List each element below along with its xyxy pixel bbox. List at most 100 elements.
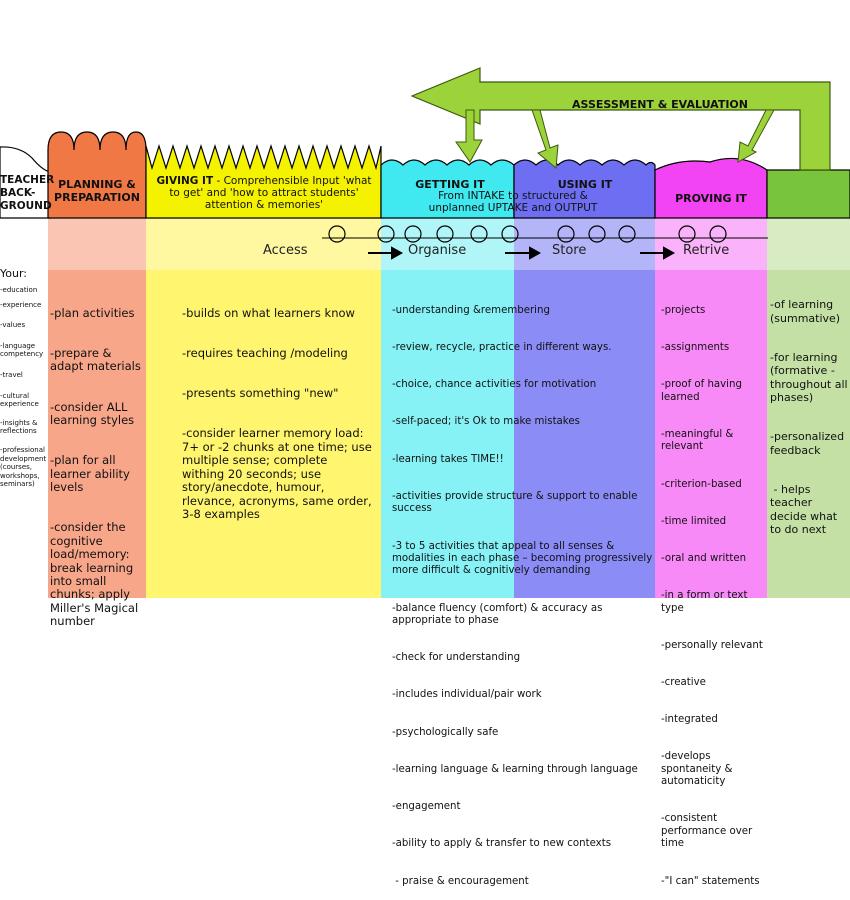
list-item: -learning takes TIME!! (392, 453, 504, 465)
sidebar-item: -language competency (0, 341, 44, 359)
getting-using-subtitle: From INTAKE to structured & unplanned UP… (428, 190, 598, 214)
list-item: -plan for all learner ability levels (50, 453, 134, 495)
sidebar-item: -experience (0, 300, 42, 309)
list-item: -psychologically safe (392, 726, 499, 738)
planning-header-shape (47, 131, 147, 219)
using-header: USING IT (557, 178, 613, 191)
assessment-arrow (410, 67, 831, 171)
list-item: -for learning (formative - throughout al… (770, 351, 848, 404)
memory-circle (618, 225, 636, 243)
stage-arrows (368, 246, 676, 260)
sidebar-item: -education (0, 286, 38, 294)
list-item: -"I can" statements (661, 875, 760, 887)
sidebar-item: -insights & reflections (0, 418, 38, 436)
list-item: -choice, chance activities for motivatio… (392, 379, 597, 391)
list-item: - helps teacher decide what to do next (770, 483, 841, 536)
sidebar-item: -cultural experience (0, 391, 39, 409)
memory-circle (377, 225, 395, 243)
arrow-to-getting (455, 109, 483, 163)
evaluation-list: -of learning (summative) -for learning (… (770, 272, 848, 549)
list-item: -requires teaching /modeling (182, 346, 348, 361)
list-item: -projects (661, 304, 706, 316)
memory-circle (588, 225, 606, 243)
stage-retrive: Retrive (683, 243, 730, 258)
using-column (514, 218, 655, 598)
using-header-shape (513, 159, 656, 219)
giving-column (146, 218, 381, 598)
giving-subtitle: - Comprehensible Input 'what to get' and… (169, 175, 372, 211)
proving-header-shape (654, 157, 768, 219)
planning-column (48, 218, 146, 598)
memory-circle (470, 225, 488, 243)
list-item: -meaningful & relevant (661, 428, 737, 453)
giving-header-shape (145, 144, 382, 219)
list-item: -in a form or text type (661, 590, 751, 614)
memory-circle (436, 225, 454, 243)
list-item: -consider the cognitive load/memory: bre… (50, 520, 142, 629)
list-item: -presents something "new" (182, 386, 339, 401)
memory-circle (678, 225, 696, 243)
giving-list: -builds on what learners know -requires … (182, 280, 372, 535)
assessment-label: ASSESSMENT & EVALUATION (572, 98, 748, 111)
stage-organise: Organise (408, 243, 467, 258)
memory-circle (501, 225, 519, 243)
stage-store: Store (552, 243, 587, 258)
list-item: -consider ALL learning styles (50, 399, 135, 428)
teacher-background-header: TEACHER BACK-GROUND (0, 174, 55, 212)
list-item: -check for understanding (392, 652, 521, 664)
getting-header-shape (380, 159, 515, 219)
list-item: -plan activities (50, 305, 135, 320)
list-item: -oral and written (661, 552, 747, 564)
list-item: -engagement (392, 801, 461, 813)
teacher-sidebar: Your: -education -experience -values -la… (0, 268, 50, 495)
list-item: -proof of having learned (661, 379, 746, 403)
getting-header: GETTING IT (415, 178, 485, 191)
memory-circle (557, 225, 575, 243)
proving-column (655, 218, 767, 598)
list-item: -personalized feedback (770, 430, 848, 457)
list-item: -includes individual/pair work (392, 689, 542, 701)
memory-circle (404, 225, 422, 243)
list-item: -creative (661, 677, 706, 688)
memory-circle (328, 225, 346, 243)
list-item: -builds on what learners know (182, 305, 355, 320)
evaluation-header-shape (766, 169, 850, 219)
list-item: -criterion-based (661, 478, 742, 490)
arrow-to-using (531, 109, 559, 169)
getting-column (381, 218, 514, 598)
sidebar-item: -professional development (courses, work… (0, 445, 47, 489)
giving-title: GIVING IT (156, 175, 214, 187)
sidebar-item: -travel (0, 370, 23, 379)
list-item: -time limited (661, 515, 727, 527)
list-item: -balance fluency (comfort) & accuracy as… (392, 602, 606, 626)
workflow-diagram (0, 67, 850, 598)
sidebar-heading: Your: (0, 267, 27, 280)
arrow-to-proving (737, 109, 775, 163)
list-item: -activities provide structure & support … (392, 490, 641, 515)
list-item: -of learning (summative) (770, 298, 841, 325)
list-item: -develops spontaneity & automaticity (661, 751, 736, 788)
stage-access: Access (263, 243, 308, 258)
memory-circles (328, 225, 727, 243)
getting-using-list: -understanding &remembering -review, rec… (392, 280, 654, 900)
list-item: -review, recycle, practice in different … (392, 342, 612, 354)
giving-header: GIVING IT - Comprehensible Input 'what t… (150, 175, 378, 211)
list-item: -personally relevant (661, 639, 763, 651)
list-item: - praise & encouragement (392, 875, 529, 887)
list-item: -ability to apply & transfer to new cont… (392, 838, 611, 850)
list-item: -assignments (661, 342, 730, 354)
memory-circle (709, 225, 727, 243)
list-item: -understanding &remembering (392, 304, 550, 316)
list-item: -3 to 5 activities that appeal to all se… (392, 540, 656, 577)
list-item: -self-paced; it's Ok to make mistakes (392, 416, 580, 428)
planning-header: PLANNING & PREPARATION (54, 178, 140, 204)
list-item: -learning language & learning through la… (392, 763, 638, 775)
evaluation-column (767, 218, 850, 598)
planning-list: -plan activities -prepare & adapt materi… (50, 280, 146, 642)
list-item: -consistent performance over time (661, 813, 756, 850)
proving-list: -projects -assignments -proof of having … (661, 280, 767, 900)
sidebar-item: -values (0, 321, 26, 330)
proving-header: PROVING IT (675, 192, 747, 205)
list-item: -integrated (661, 714, 718, 726)
list-item: -consider learner memory load: 7+ or -2 … (182, 426, 372, 521)
